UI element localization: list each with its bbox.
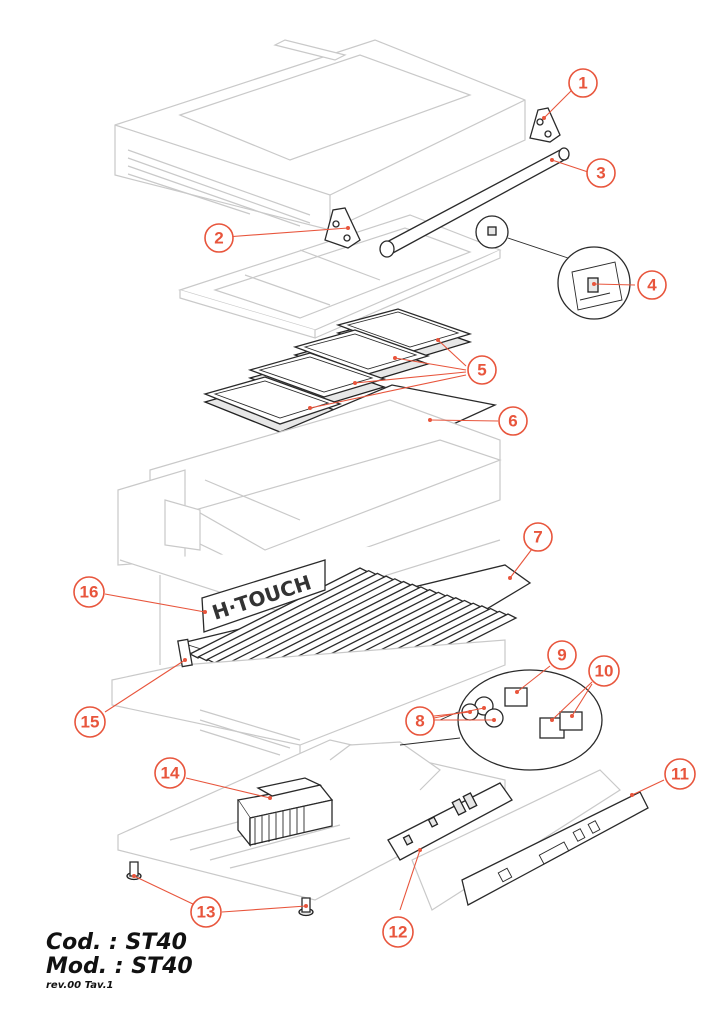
callout-10: 10: [588, 655, 620, 687]
callout-11: 11: [664, 758, 696, 790]
callout-12: 12: [382, 916, 414, 948]
callout-7-label: 7: [533, 528, 542, 547]
callout-3: 3: [586, 158, 616, 188]
callout-6-label: 6: [508, 412, 517, 431]
hinge-bracket-right: [529, 107, 561, 143]
callout-15-label: 15: [81, 713, 100, 732]
model-line: Mod. : ST40: [46, 954, 193, 979]
lid-frame: [177, 214, 502, 339]
control-pcb: [387, 782, 513, 861]
callout-9: 9: [547, 640, 577, 670]
callout-16: 16: [73, 576, 105, 608]
callout-1-label: 1: [578, 74, 587, 93]
hinge-rod: [379, 147, 570, 258]
callout-9-label: 9: [557, 646, 566, 665]
callout-2-label: 2: [214, 229, 223, 248]
callout-13: 13: [190, 896, 222, 928]
callout-4-label: 4: [647, 276, 657, 295]
heatsink: [236, 777, 334, 847]
callout-15: 15: [74, 706, 106, 738]
callout-14-label: 14: [161, 764, 180, 783]
safety-switch: [177, 638, 193, 668]
callout-6: 6: [498, 406, 528, 436]
callout-8: 8: [405, 706, 435, 736]
callout-10-label: 10: [595, 662, 614, 681]
callout-2: 2: [204, 223, 234, 253]
plate-2: [247, 352, 387, 406]
callout-12-label: 12: [389, 923, 408, 942]
callout-1: 1: [568, 68, 598, 98]
front-control-panel: [411, 769, 649, 911]
callout-13-label: 13: [197, 903, 216, 922]
title-block: Cod. : ST40 Mod. : ST40 rev.00 Tav.1: [46, 932, 193, 991]
lid-assembly: [114, 39, 526, 231]
callout-14: 14: [154, 757, 186, 789]
callout-11-label: 11: [671, 765, 689, 784]
callout-5: 5: [467, 355, 497, 385]
callout-8-label: 8: [415, 712, 424, 731]
heating-plates: [202, 308, 473, 433]
callout-4: 4: [637, 270, 667, 300]
components-detail-view: [399, 669, 603, 771]
callout-7: 7: [523, 522, 553, 552]
callout-3-label: 3: [596, 164, 605, 183]
detail-view-circle: [475, 215, 631, 320]
code-line: Cod. : ST40: [46, 930, 187, 955]
revision-line: rev.00 Tav.1: [46, 980, 114, 991]
lid-vent-slots: [127, 149, 311, 227]
callout-5-label: 5: [477, 361, 486, 380]
callout-16-label: 16: [80, 583, 99, 602]
target-dots: [132, 116, 634, 908]
leader-lines: [104, 86, 665, 913]
